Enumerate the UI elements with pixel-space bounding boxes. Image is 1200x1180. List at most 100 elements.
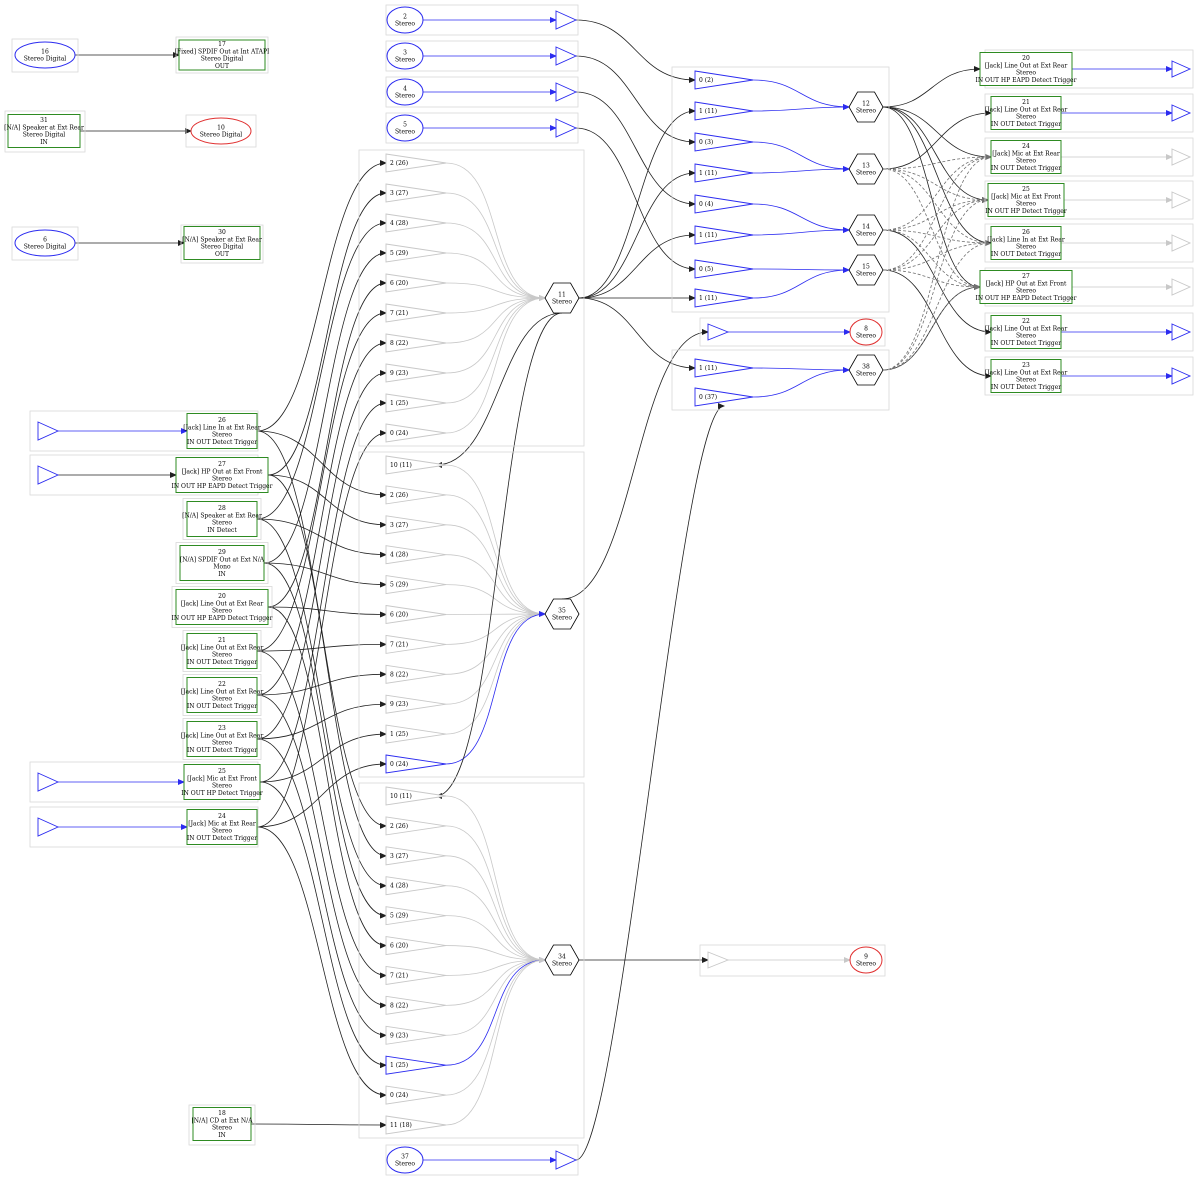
amp-m35_10[interactable]: 0 (24) <box>385 754 447 774</box>
amp-m34_10[interactable]: 0 (24) <box>385 1085 447 1105</box>
amp-m35_7[interactable]: 8 (22) <box>385 664 447 684</box>
amp-m35_9[interactable]: 1 (25) <box>385 724 447 744</box>
amp-m11_7[interactable]: 9 (23) <box>385 363 447 383</box>
amp-s14_1[interactable]: 1 (11) <box>694 225 754 245</box>
amp-trr26[interactable] <box>1171 234 1192 252</box>
amp-s12_0[interactable]: 0 (2) <box>694 70 754 90</box>
amp-m35_0[interactable]: 10 (11) <box>385 455 447 475</box>
amp-tn2[interactable] <box>555 10 578 30</box>
amp-m11_9[interactable]: 0 (24) <box>385 423 447 443</box>
amp-s38_1[interactable]: 0 (37) <box>694 387 754 407</box>
amp-m11_5[interactable]: 7 (21) <box>385 303 447 323</box>
amp-trr24[interactable] <box>1171 148 1192 166</box>
amp-t8[interactable] <box>707 323 730 341</box>
amp-s13_1[interactable]: 1 (11) <box>694 163 754 183</box>
amp-m34_4[interactable]: 5 (29) <box>385 906 447 926</box>
amp-m35_1[interactable]: 2 (26) <box>385 485 447 505</box>
amp-tap24[interactable] <box>37 817 60 837</box>
amp-m11_2[interactable]: 4 (28) <box>385 213 447 233</box>
amp-t9[interactable] <box>707 951 730 969</box>
amp-trr27[interactable] <box>1171 278 1192 296</box>
amp-s13_0[interactable]: 0 (3) <box>694 132 754 152</box>
amp-m11_1[interactable]: 3 (27) <box>385 183 447 203</box>
amp-s15_1[interactable]: 1 (11) <box>694 288 754 308</box>
amp-m35_4[interactable]: 5 (29) <box>385 575 447 595</box>
amp-m35_8[interactable]: 9 (23) <box>385 694 447 714</box>
amp-tap26[interactable] <box>37 421 60 441</box>
amp-m11_0[interactable]: 2 (26) <box>385 153 447 173</box>
amp-tn5[interactable] <box>555 118 578 138</box>
amp-tn37[interactable] <box>555 1150 578 1170</box>
amp-m35_5[interactable]: 6 (20) <box>385 604 447 625</box>
amp-s38_0[interactable]: 1 (11) <box>694 358 754 378</box>
amp-m34_1[interactable]: 2 (26) <box>385 816 447 836</box>
amp-m34_7[interactable]: 8 (22) <box>385 995 447 1015</box>
amp-tn4[interactable] <box>555 82 578 102</box>
amp-m34_2[interactable]: 3 (27) <box>385 846 447 866</box>
amp-m34_11[interactable]: 11 (18) <box>385 1115 447 1135</box>
amp-tn3[interactable] <box>555 46 578 66</box>
amp-m11_8[interactable]: 1 (25) <box>385 393 447 413</box>
amp-trr23[interactable] <box>1171 367 1192 385</box>
amp-m35_2[interactable]: 3 (27) <box>385 515 447 535</box>
amp-s15_0[interactable]: 0 (5) <box>694 259 754 279</box>
amp-tap27[interactable] <box>37 465 60 485</box>
amp-m34_9[interactable]: 1 (25) <box>385 1055 447 1075</box>
amp-trr21[interactable] <box>1171 104 1192 122</box>
amp-tap25[interactable] <box>37 772 60 792</box>
amp-m11_4[interactable]: 6 (20) <box>385 273 447 293</box>
amp-m35_6[interactable]: 7 (21) <box>385 634 447 654</box>
amp-m34_5[interactable]: 6 (20) <box>385 936 447 956</box>
amp-s12_1[interactable]: 1 (11) <box>694 101 754 121</box>
amp-trr22[interactable] <box>1171 323 1192 341</box>
amp-m34_3[interactable]: 4 (28) <box>385 876 447 896</box>
amp-m35_3[interactable]: 4 (28) <box>385 545 447 565</box>
amp-trr20[interactable] <box>1171 60 1192 78</box>
amp-s14_0[interactable]: 0 (4) <box>694 194 754 214</box>
amp-trr25[interactable] <box>1171 191 1192 209</box>
amp-m11_3[interactable]: 5 (29) <box>385 243 447 263</box>
amp-m11_6[interactable]: 8 (22) <box>385 333 447 353</box>
amp-m34_8[interactable]: 9 (23) <box>385 1025 447 1045</box>
